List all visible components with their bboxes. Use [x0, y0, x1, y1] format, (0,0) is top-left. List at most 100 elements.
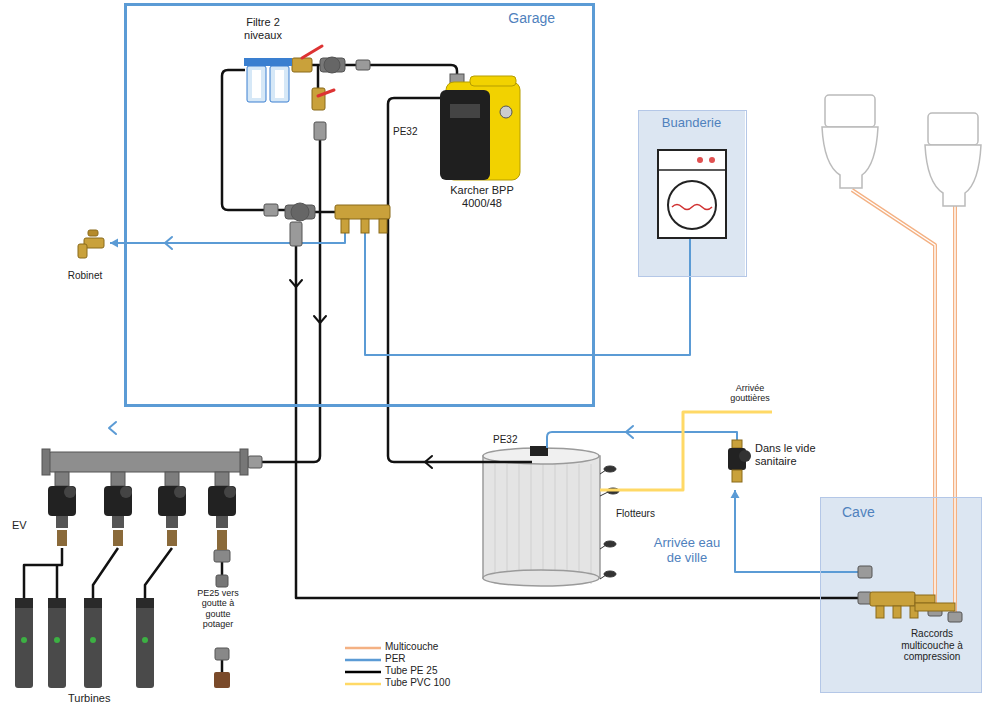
region-fill — [820, 497, 982, 693]
pipe-pvc — [600, 412, 772, 490]
water-tank — [483, 456, 600, 578]
solenoid-valve — [113, 530, 123, 546]
legend-swatch — [345, 679, 381, 689]
node-text: Buanderie — [638, 116, 745, 131]
pipe-per — [547, 432, 737, 448]
pipe-multilayer — [852, 190, 935, 612]
pump-symbol — [470, 76, 516, 86]
brass-valve — [292, 58, 312, 72]
sprinkler-symbol — [48, 598, 66, 608]
float-symbol — [600, 466, 619, 579]
toilet-symbol — [925, 145, 981, 206]
legend-text: Tube PVC 100 — [385, 677, 450, 689]
brass-valve — [292, 58, 955, 618]
pipe-pe — [93, 548, 118, 598]
pipe-fitting — [290, 222, 302, 246]
pump-symbol — [440, 74, 520, 180]
pipe-pe — [820, 597, 862, 600]
irrigation-manifold — [215, 472, 229, 486]
valve-lever — [302, 46, 322, 58]
flow-chevron — [109, 422, 116, 434]
brass-valve — [361, 219, 369, 233]
filter-symbol — [270, 66, 289, 102]
node-text: Garage — [508, 10, 555, 26]
toilet-symbol — [928, 113, 978, 145]
washer-symbol — [697, 157, 703, 163]
irrigation-manifold — [165, 472, 179, 486]
sprinkler-symbol — [84, 598, 102, 688]
pipe-multilayer — [953, 206, 957, 618]
part-label: PE32 — [493, 434, 529, 446]
solenoid-valve — [104, 486, 132, 516]
irrigation-manifold — [240, 449, 248, 475]
pipe-fitting — [248, 456, 262, 468]
valve-unit: Dans le vide sanitaire — [727, 430, 827, 490]
part-label: Arrivée gouttières — [722, 383, 778, 404]
tap-symbol — [88, 230, 98, 236]
washer-symbol — [658, 169, 726, 171]
brass-valve — [893, 606, 901, 618]
filter-symbol — [247, 66, 266, 102]
legend-row: Tube PVC 100 — [345, 678, 475, 690]
pump-unit: Karcher BPP 4000/48 — [440, 62, 526, 212]
pipe-connector — [110, 239, 124, 248]
brass-valve — [379, 219, 387, 233]
solenoid-valve — [64, 486, 76, 498]
legend-line — [345, 671, 381, 674]
sprinkler-symbol — [48, 598, 66, 688]
pipe-multilayer — [852, 190, 935, 612]
solenoid-valve — [48, 486, 236, 688]
sprinkler-symbol — [90, 637, 96, 643]
washer-symbol — [658, 150, 726, 238]
arrow-head — [110, 239, 118, 248]
solenoid-valve — [120, 486, 132, 498]
pipe-pe — [24, 65, 862, 674]
pump-symbol — [450, 104, 480, 118]
pipe-fitting — [948, 612, 962, 622]
solenoid-valve — [216, 575, 228, 587]
pipe-pe — [24, 548, 62, 598]
brass-valve — [870, 592, 915, 606]
part-label: PE25 vers goutte à goutte potager — [192, 588, 244, 629]
float-symbol — [604, 571, 616, 577]
solenoid-valve — [57, 530, 67, 546]
filter-symbol — [244, 58, 292, 102]
tap-unit: Robinet — [62, 224, 110, 286]
filter-symbol — [275, 70, 284, 98]
solenoid-valve — [48, 486, 76, 516]
irrigation-manifold — [42, 449, 248, 486]
washer-symbol — [668, 181, 716, 229]
washer-symbol — [709, 157, 715, 163]
sprinkler-symbol — [54, 637, 60, 643]
float-symbol — [604, 541, 616, 547]
flow-chevron — [109, 237, 633, 468]
solenoid-valve — [214, 672, 230, 688]
solenoid-valve — [215, 648, 229, 660]
irrigation-manifold — [48, 452, 243, 472]
arrow-head — [731, 490, 740, 498]
water-tank — [495, 464, 591, 586]
pipe-fitting — [291, 203, 309, 221]
sprinkler-symbol — [84, 598, 102, 608]
pipe-fitting — [324, 57, 340, 73]
float-symbol — [604, 466, 616, 472]
pipe-connector — [296, 407, 820, 598]
node-text: Robinet — [62, 270, 108, 282]
sprinkler-symbol — [15, 598, 154, 688]
pipe-line — [595, 277, 690, 355]
pipe-per — [820, 571, 862, 573]
pipe-multilayer — [852, 190, 955, 618]
water-tank — [530, 446, 548, 456]
solenoid-valve — [56, 516, 68, 528]
solenoid-valve — [217, 530, 227, 550]
brass-valve — [915, 603, 955, 611]
filter-symbol — [244, 58, 292, 66]
washer-symbol — [658, 150, 726, 238]
sprinkler-symbol — [136, 598, 154, 608]
legend-line — [345, 647, 381, 650]
legend-row: PER — [345, 654, 475, 666]
sprinkler-symbol — [15, 598, 33, 688]
valve-lever — [302, 46, 334, 96]
pipe-per — [124, 232, 862, 572]
pipe-fitting — [858, 566, 872, 578]
